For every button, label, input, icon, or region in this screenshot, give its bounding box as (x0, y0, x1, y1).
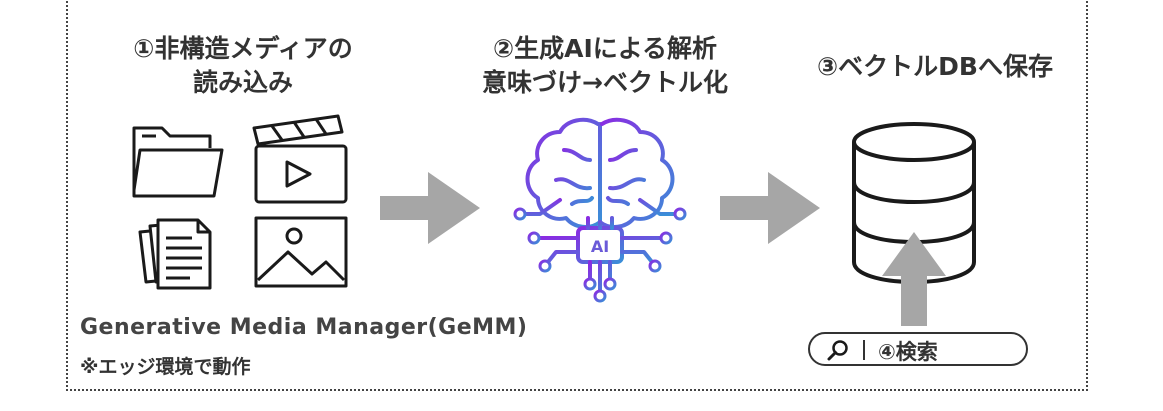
arrow-right-icon (720, 172, 820, 244)
step3-label: ③ベクトルDBへ保存 (770, 50, 1100, 84)
search-box[interactable]: ④検索 (808, 332, 1028, 366)
step1-line1: ①非構造メディアの (133, 34, 353, 63)
diagram-frame (66, 0, 1088, 391)
step2-label: ②生成AIによる解析 意味づけ→ベクトル化 (440, 32, 770, 100)
search-label: ④検索 (878, 340, 938, 364)
ai-chip-label: AI (591, 237, 609, 256)
step2-line1: ②生成AIによる解析 (492, 34, 718, 63)
step1-label: ①非構造メディアの 読み込み (88, 32, 398, 100)
search-icon (826, 338, 850, 366)
ai-brain-icon (524, 117, 676, 292)
image-icon (254, 216, 348, 288)
search-separator (863, 340, 865, 360)
document-icon (138, 218, 212, 290)
step3-line1: ③ベクトルDBへ保存 (817, 52, 1053, 81)
arrow-right-icon (380, 172, 480, 244)
folder-icon (132, 126, 224, 198)
ai-brain-nodes (513, 207, 687, 303)
edge-note: ※エッジ環境で動作 (80, 356, 251, 378)
video-icon (252, 114, 348, 204)
step1-line2: 読み込み (192, 68, 293, 97)
arrow-up-icon (882, 232, 946, 326)
app-name: Generative Media Manager(GeMM) (80, 315, 528, 340)
step2-line2: 意味づけ→ベクトル化 (482, 68, 728, 97)
